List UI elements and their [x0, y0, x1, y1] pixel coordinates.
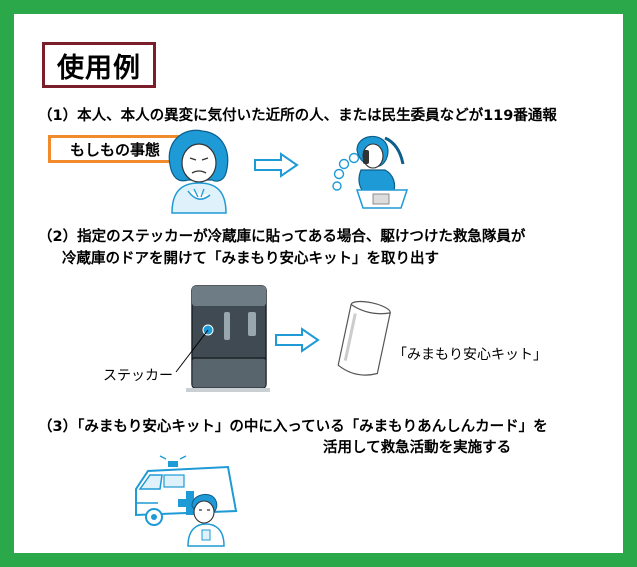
refrigerator-icon	[186, 285, 270, 392]
kit-container-icon	[337, 300, 391, 376]
arrow-right-icon	[275, 327, 320, 353]
emergency-badge: もしもの事態	[48, 135, 182, 163]
step3-text-line2: 活用して救急活動を実施する	[323, 440, 512, 456]
page-title: 使用例	[57, 52, 141, 84]
step3-text-line1: （3）「みまもり安心キット」の中に入っている「みまもりあんしんカード」を	[38, 419, 548, 435]
kit-label: 「みまもり安心キット」	[393, 347, 547, 363]
paramedic-icon	[187, 493, 225, 547]
sticker-label: ステッカー	[103, 368, 173, 384]
step2-text-line2: 冷蔵庫のドアを開けて「みまもり安心キット」を取り出す	[62, 251, 439, 267]
step1-text: （1）本人、本人の異変に気付いた近所の人、または民生委員などが119番通報	[38, 108, 557, 124]
arrow-right-icon	[254, 152, 299, 178]
phone-caller-icon	[332, 135, 409, 209]
emergency-badge-label: もしもの事態	[69, 140, 160, 159]
step2-text-line1: （2）指定のステッカーが冷蔵庫に貼ってある場合、駆けつけた救急隊員が	[38, 229, 526, 245]
distressed-woman-icon	[168, 129, 229, 214]
title-box: 使用例	[42, 42, 156, 88]
